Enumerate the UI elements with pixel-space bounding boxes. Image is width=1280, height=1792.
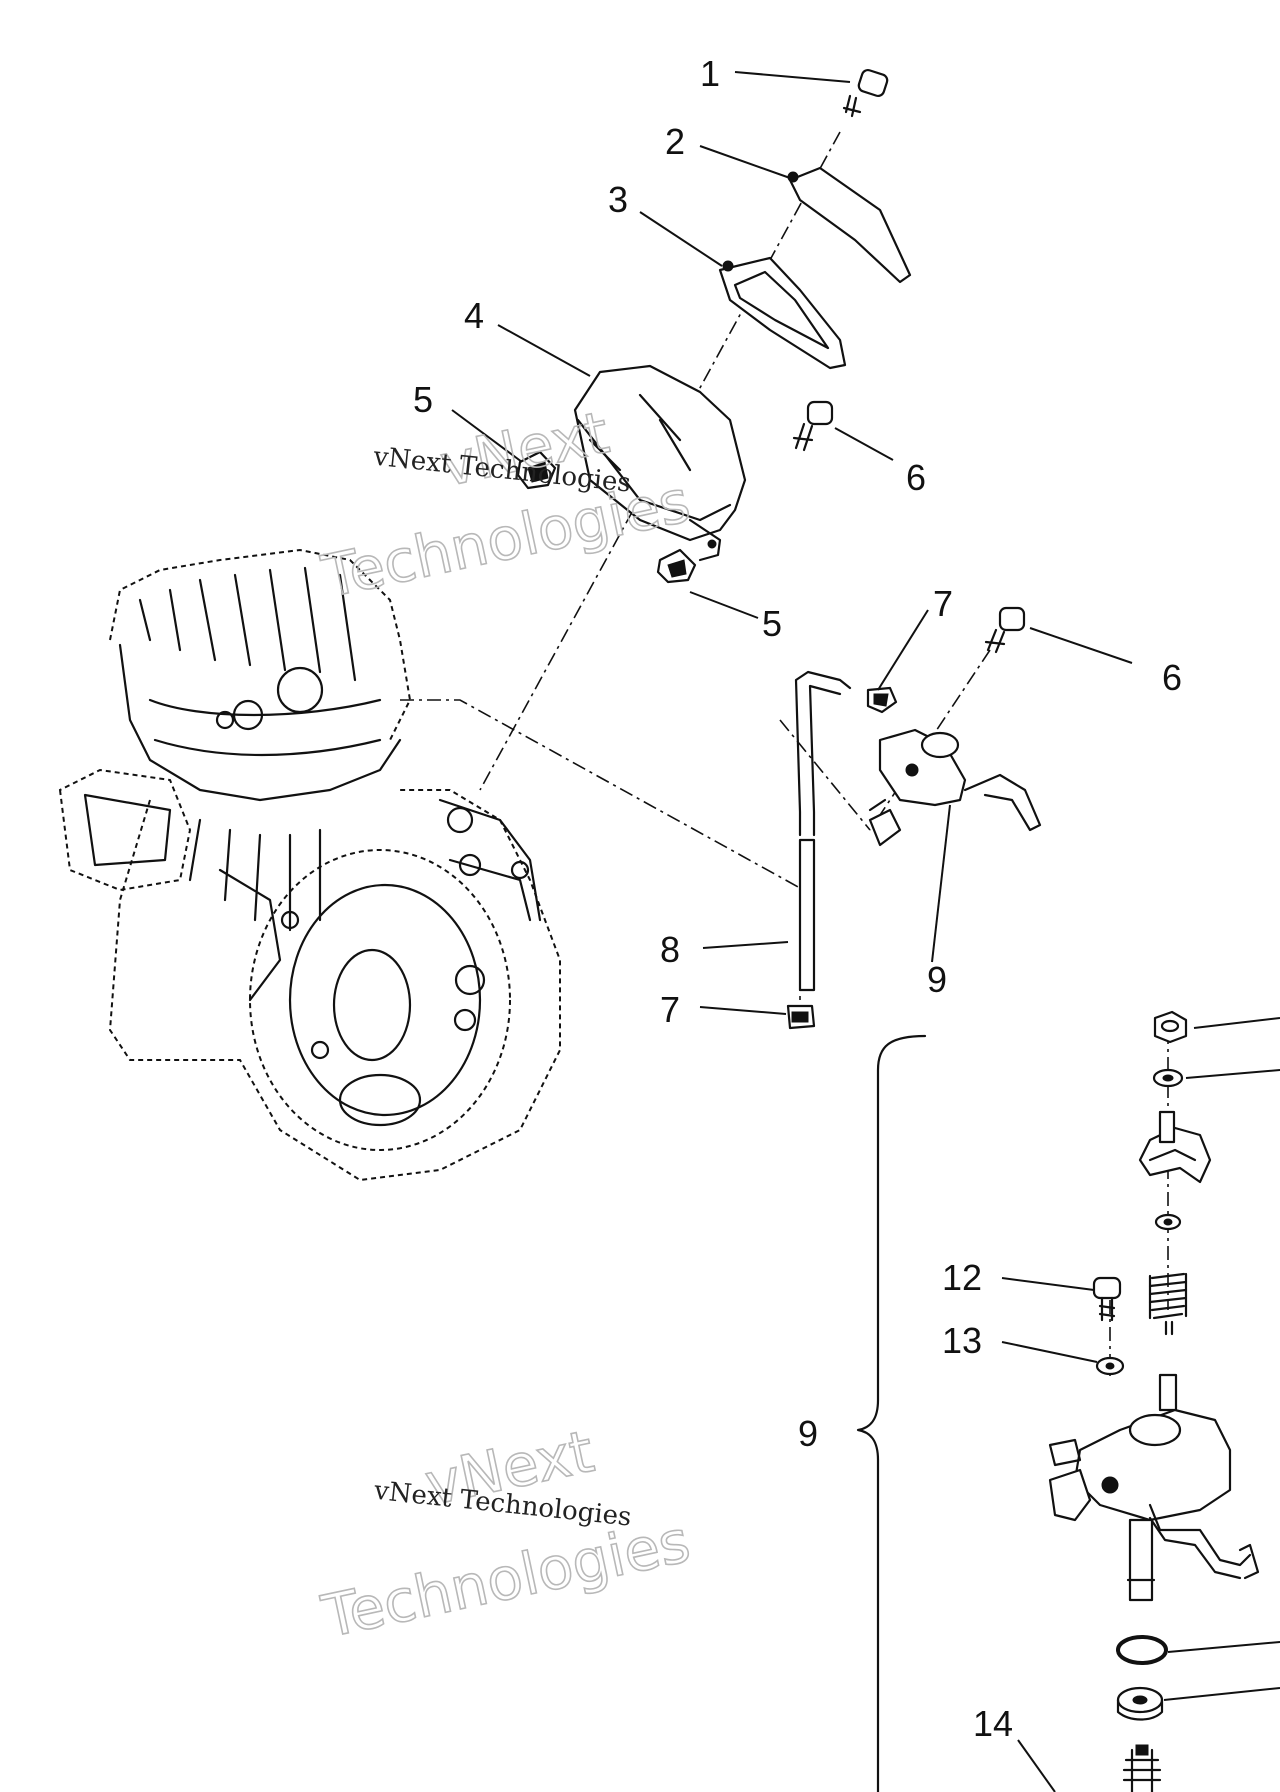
part-2-cover-plate (787, 166, 912, 284)
part-7-clamp-lower (786, 1004, 816, 1030)
callout-6-upper: 6 (906, 457, 926, 498)
leader-lines (451, 71, 1280, 1792)
part-4-housing (573, 364, 747, 562)
part-12-screw (1092, 1276, 1122, 1322)
breakout-washer-1 (1152, 1068, 1184, 1088)
part-6-bolt-lower (984, 606, 1026, 654)
callout-14: 14 (973, 1703, 1013, 1744)
part-7-clamp-upper (866, 686, 898, 714)
watermark-bottom-big-2: Technologies (316, 1507, 696, 1651)
breakout-pump-body (1048, 1373, 1260, 1602)
callout-9-upper: 9 (927, 959, 947, 1000)
watermark-top-big-2: Technologies (316, 467, 696, 611)
callout-8: 8 (660, 929, 680, 970)
callout-5-upper: 5 (413, 379, 433, 420)
callout-5-lower: 5 (762, 603, 782, 644)
callout-7-lower: 7 (660, 989, 680, 1030)
callout-6-lower: 6 (1162, 657, 1182, 698)
breakout-nut (1153, 1010, 1188, 1044)
breakout-washer-2 (1154, 1213, 1182, 1231)
callout-7-upper: 7 (933, 583, 953, 624)
engine-block (58, 548, 561, 1182)
callout-1: 1 (700, 53, 720, 94)
part-5-nut-upper (516, 450, 557, 490)
watermark-bottom: vNext Technologies vNext Technologies (315, 1416, 696, 1652)
part-9-oil-pump (868, 728, 1042, 847)
part-3-gasket (718, 256, 847, 370)
part-6-bolt-upper (792, 400, 834, 452)
callout-3: 3 (608, 179, 628, 220)
breakout-o-ring (1116, 1635, 1168, 1665)
group-brace (856, 1034, 927, 1792)
part-8-hose (794, 670, 852, 992)
callout-12: 12 (942, 1257, 982, 1298)
breakout-spring (1148, 1272, 1188, 1336)
callout-13: 13 (942, 1320, 982, 1361)
part-13-washer (1095, 1356, 1125, 1376)
callout-4: 4 (464, 295, 484, 336)
part-1-bolt (842, 68, 889, 118)
callout-9-group: 9 (798, 1413, 818, 1454)
breakout-cam-lever (1138, 1110, 1212, 1184)
callout-2: 2 (665, 121, 685, 162)
breakout-seal (1116, 1686, 1164, 1721)
part-14-gear-shaft (1122, 1744, 1162, 1792)
callout-numbers: 1 2 3 4 5 6 5 7 6 8 9 7 12 13 9 14 (413, 53, 1182, 1744)
part-5-nut-lower (656, 548, 697, 584)
